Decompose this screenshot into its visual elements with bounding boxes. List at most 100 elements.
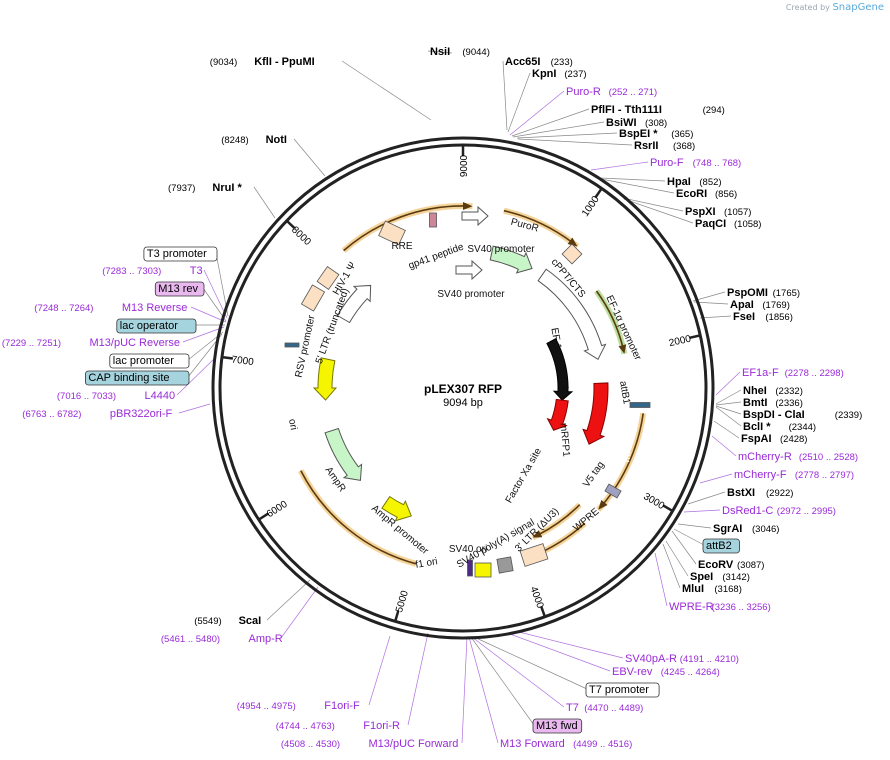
- site-name: ApaI: [730, 299, 754, 311]
- tick-label: 8000: [289, 225, 313, 249]
- site-t7-promoter: T7 promoter: [585, 682, 660, 698]
- site-name: T3: [190, 265, 203, 277]
- feature-tag-box: [702, 538, 740, 554]
- site-name: EBV-rev: [612, 666, 653, 678]
- site-name: BsiWI: [606, 117, 637, 129]
- site-name: Puro-R: [566, 86, 601, 98]
- site-leader-line: [699, 473, 733, 484]
- orf-arc: [300, 470, 417, 565]
- sv40-promoter-label-2: SV40 promoter: [437, 289, 505, 300]
- site-name: NruI *: [212, 182, 242, 194]
- site-name: NotI: [266, 134, 287, 146]
- feature-mrfp1: [582, 382, 609, 445]
- site-leader-line: [176, 356, 217, 396]
- site-pbr322ori-f: pBR322ori-F(6763 .. 6782): [22, 408, 172, 420]
- site-leader-line: [509, 633, 611, 672]
- plasmid-size: 9094 bp: [443, 397, 483, 409]
- site-leader-line: [517, 138, 633, 146]
- tick-label: 1000: [580, 194, 602, 219]
- site-position: (3236 .. 3256): [712, 602, 771, 613]
- site-cap-binding-site: CAP binding site: [85, 370, 190, 386]
- site-leader-line: [622, 197, 684, 212]
- site-name: M13 rev: [158, 283, 198, 295]
- site-leader-line: [461, 636, 468, 744]
- site-leader-line: [713, 420, 740, 439]
- site-leader-line: [190, 306, 227, 323]
- site-position: (4499 .. 4516): [573, 739, 632, 750]
- site-position: (233): [551, 57, 573, 68]
- site-kpni: KpnI(237): [532, 68, 587, 80]
- site-position: (9034): [210, 57, 237, 68]
- site-name: NheI: [743, 385, 767, 397]
- site-position: (3087): [737, 560, 764, 571]
- site-position: (2336): [775, 398, 802, 409]
- site-ecori: EcoRI(856): [676, 188, 737, 200]
- site-name: PspOMI: [727, 287, 768, 299]
- site-l4440: L4440(7016 .. 7033): [57, 390, 175, 402]
- site-noti: NotI(8248): [221, 134, 287, 146]
- site-leader-line: [715, 389, 742, 405]
- site-position: (237): [564, 69, 586, 80]
- backbone-outer: [211, 136, 715, 640]
- feature-ef1a-promoter: [537, 268, 607, 361]
- site-name: M13/pUC Forward: [369, 738, 459, 750]
- site-leader-line: [266, 579, 311, 621]
- site-position: (4954 .. 4975): [237, 701, 296, 712]
- feature-mrfp1-inner: [546, 398, 569, 431]
- site-leader-line: [693, 301, 729, 305]
- site-name: lac operator: [120, 320, 178, 332]
- tick-mark: [662, 504, 674, 513]
- site-position: (308): [645, 118, 667, 129]
- site-name: SpeI: [690, 571, 713, 583]
- site-paqci: PaqCI(1058): [695, 218, 761, 230]
- site-m13-reverse: M13 Reverse(7248 .. 7264): [34, 302, 187, 314]
- feature-ori: [312, 357, 338, 401]
- cap-box: [284, 342, 300, 348]
- site-position: (252 .. 271): [609, 87, 658, 98]
- site-t3: T3(7283 .. 7303): [102, 265, 202, 277]
- site-name: mCherry-R: [738, 451, 792, 463]
- site-name: M13/pUC Reverse: [90, 337, 180, 349]
- site-position: (2278 .. 2298): [785, 368, 844, 379]
- site-fsei: FseI(1856): [733, 311, 793, 323]
- site-t7: T7(4470 .. 4489): [566, 702, 643, 714]
- site-leader-line: [677, 523, 712, 529]
- site-name: CAP binding site: [88, 372, 169, 384]
- site-position: (368): [673, 141, 695, 152]
- gp41-box: [429, 212, 437, 228]
- site-hpai: HpaI(852): [667, 176, 722, 188]
- feature-tag-box: [85, 370, 190, 386]
- site-position: (2972 .. 2995): [777, 506, 836, 517]
- site-name: mCherry-F: [734, 469, 787, 481]
- site-position: (5549): [194, 616, 221, 627]
- site-name: T7: [566, 702, 579, 714]
- site-name: L4440: [145, 390, 176, 402]
- site-name: SV40pA-R: [625, 653, 677, 665]
- site-puro-r: Puro-R (252 .. 271): [566, 86, 657, 98]
- plasmid-name: pLEX307 RFP: [424, 382, 502, 396]
- ltr3-box: [519, 543, 549, 567]
- site-position: (2510 .. 2528): [799, 452, 858, 463]
- site-pspxi: PspXI(1057): [685, 206, 751, 218]
- site-name: EcoRI: [676, 188, 707, 200]
- site-name: HpaI: [667, 176, 691, 188]
- site-name: M13 Reverse: [122, 302, 187, 314]
- site-leader-line: [507, 72, 531, 133]
- site-fspai: FspAI(2428): [741, 433, 807, 445]
- feature-rsv-promoter: [336, 284, 372, 324]
- site-ecorv: EcoRV(3087): [698, 559, 764, 571]
- site-name: PspXI: [685, 206, 716, 218]
- site-name: Amp-R: [249, 633, 283, 645]
- site-attb2: attB2: [702, 538, 740, 554]
- site-leader-line: [407, 632, 429, 726]
- site-leader-line: [715, 371, 741, 396]
- site-leader-line: [468, 636, 499, 744]
- site-label-layer: NsiI(9044)KflI - PpuMI(9034)Acc65I(233)K…: [2, 46, 862, 750]
- site-leader-line: [673, 528, 705, 546]
- sv40-promoter-arrow: [461, 205, 489, 227]
- site-name: Acc65I: [505, 56, 540, 68]
- orf-arc-head: [463, 202, 473, 210]
- site-leader-line: [470, 636, 535, 726]
- site-lac-promoter: lac promoter: [109, 353, 190, 369]
- site-leader-line: [711, 435, 737, 457]
